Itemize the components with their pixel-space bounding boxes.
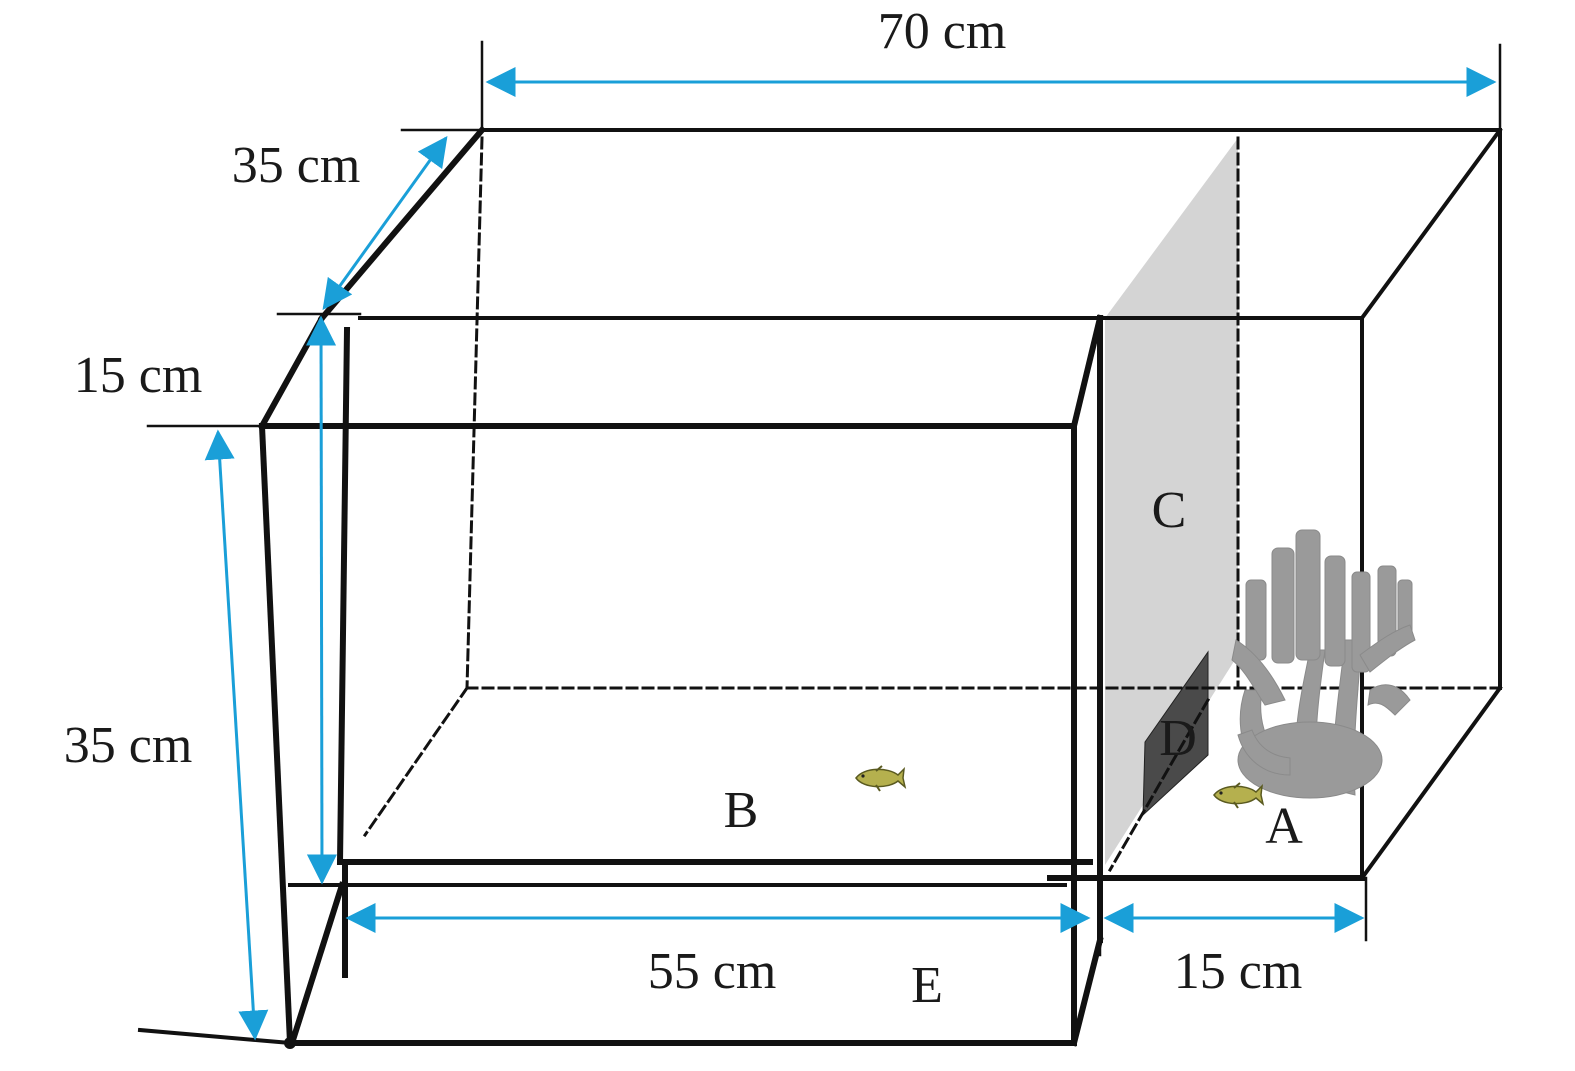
- dimension-arrow-top-depth: [322, 135, 448, 311]
- dimension-arrow-frame-height: [306, 315, 337, 885]
- dimension-arrows: [204, 67, 1497, 1041]
- dimension-label-bottom-b: 55 cm: [648, 943, 777, 1000]
- dimension-label-height: 35 cm: [64, 717, 193, 774]
- compartment-label-d: D: [1159, 710, 1197, 767]
- door-opening-d: [1142, 650, 1209, 817]
- dimension-label-top-length: 70 cm: [878, 3, 1007, 60]
- dimension-arrow-height: [204, 429, 269, 1041]
- fish-icon: [1213, 782, 1265, 809]
- hidden-edges: [362, 136, 1502, 873]
- compartment-label-e: E: [911, 957, 943, 1014]
- extension-lines: [146, 40, 1502, 957]
- dimension-label-frame-offset: 15 cm: [74, 347, 203, 404]
- compartment-label-b: B: [724, 782, 759, 839]
- coral-icon: [1231, 529, 1416, 799]
- compartment-label-c: C: [1152, 482, 1187, 539]
- dimension-label-top-depth: 35 cm: [232, 137, 361, 194]
- compartment-label-a: A: [1265, 798, 1303, 855]
- fish-icon: [855, 765, 907, 792]
- dimension-label-bottom-a: 15 cm: [1174, 943, 1303, 1000]
- dotted-edges: [289, 326, 1096, 1044]
